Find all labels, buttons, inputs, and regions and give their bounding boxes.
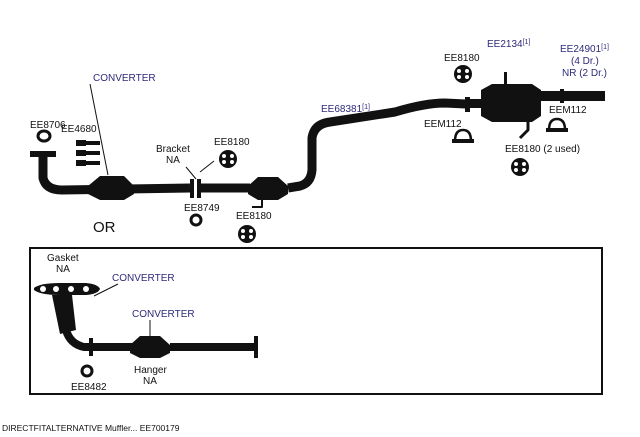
inset-manifold-header	[34, 283, 100, 295]
ee8706-gasket	[36, 129, 52, 143]
label-gasket: Gasket	[47, 253, 79, 264]
front-converter	[88, 176, 134, 200]
small-parts	[36, 65, 568, 243]
tail-pipe-tip	[560, 89, 564, 103]
tail-pipe	[541, 91, 605, 101]
label-ee8749: EE8749	[184, 203, 220, 214]
leader-lines	[89, 83, 215, 337]
label-ee8180-top: EE8180	[444, 53, 480, 64]
inset-flange-joint	[89, 338, 93, 356]
inset-down-pipe	[62, 328, 90, 351]
label-inset-converter-2: CONVERTER	[132, 309, 195, 320]
label-inset-converter-1: CONVERTER	[112, 273, 175, 284]
main-exhaust-assembly	[30, 72, 605, 208]
ee8180-hanger-top	[454, 65, 472, 83]
front-flange	[30, 151, 56, 157]
label-ee4680: EE4680	[61, 124, 97, 135]
label-eem112-left: EEM112	[424, 119, 462, 130]
label-eem112-right: EEM112	[549, 105, 587, 116]
label-ee2134: EE2134[1]	[487, 39, 530, 50]
label-ee8180-used: EE8180 (2 used)	[505, 144, 580, 155]
label-converter-top: CONVERTER	[93, 73, 156, 84]
inset-end-flange	[254, 336, 258, 358]
eem112-clamp-left	[452, 128, 474, 143]
label-ee8180-mid: EE8180	[214, 137, 250, 148]
label-bracket: Bracket	[156, 144, 190, 155]
label-ee24901-2dr: NR (2 Dr.)	[562, 68, 607, 79]
label-ee8482: EE8482	[71, 382, 107, 393]
pipe-flange-joint-left	[190, 179, 194, 198]
label-ee68381: EE68381[1]	[321, 104, 370, 115]
flange-studs	[76, 140, 100, 166]
label-gasket-na: NA	[56, 264, 70, 275]
label-ee8180-low: EE8180	[236, 211, 272, 222]
inlet-clamp	[465, 97, 470, 112]
front-down-pipe	[38, 157, 191, 195]
ee8180-hanger-mid	[219, 150, 237, 168]
inset-manifold-converter	[52, 295, 76, 334]
label-bracket-na: NA	[166, 155, 180, 166]
label-or: OR	[93, 219, 116, 236]
inset-ee8482-gasket	[80, 364, 94, 378]
label-hanger-na: NA	[143, 376, 157, 387]
converter-hanger-bracket	[252, 200, 263, 208]
footer-caption: DIRECTFITALTERNATIVE Muffler... EE700179	[2, 423, 180, 433]
muffler-bottom-bracket	[518, 122, 530, 140]
alternate-assembly-inset: Gasket NA CONVERTER CONVERTER Hanger NA …	[29, 247, 603, 395]
label-ee24901: EE24901[1]	[560, 44, 609, 55]
muffler	[481, 84, 541, 122]
pipe-flange-joint-right	[197, 179, 201, 198]
muffler-top-hanger	[504, 72, 507, 84]
label-ee24901-4dr: (4 Dr.)	[571, 56, 599, 67]
inset-frame	[29, 247, 603, 395]
muffler-inlet-stub	[470, 99, 482, 108]
rear-converter	[248, 177, 288, 200]
intermediate-pipe	[287, 98, 467, 193]
ee8180-hanger-low	[238, 225, 256, 243]
label-hanger: Hanger	[134, 365, 167, 376]
label-ee8706: EE8706	[30, 120, 66, 131]
ee8180-hanger-pair	[511, 158, 529, 176]
inset-converter	[130, 336, 170, 358]
eem112-clamp-right	[546, 117, 568, 132]
ee8749-gasket	[189, 213, 203, 227]
